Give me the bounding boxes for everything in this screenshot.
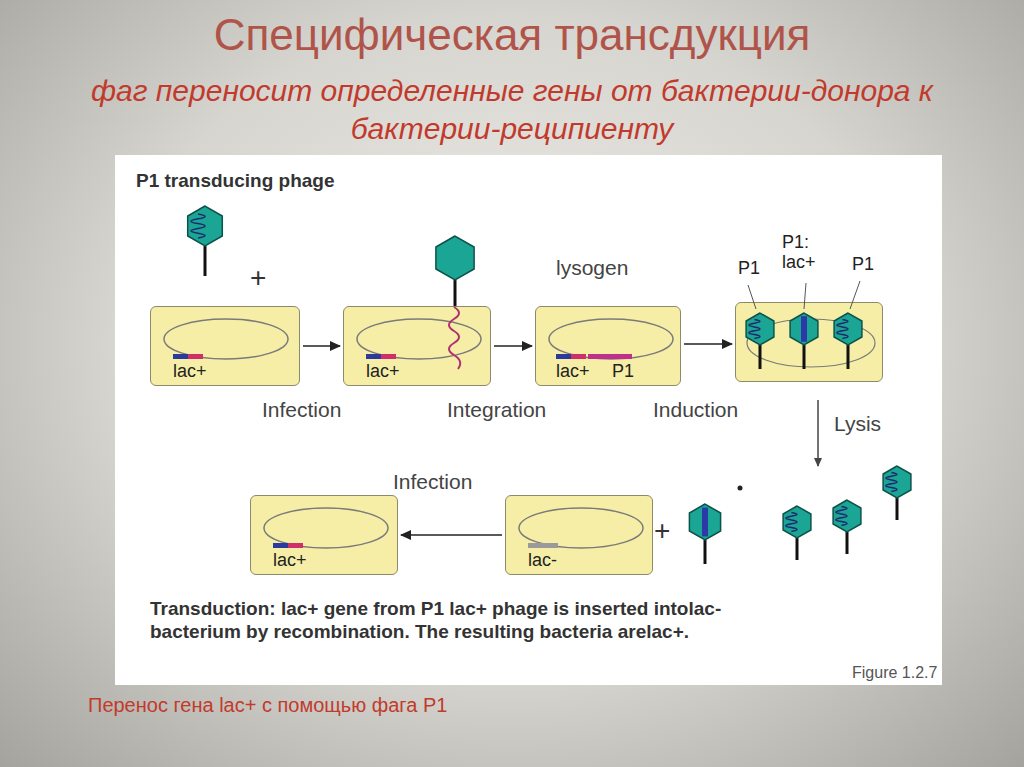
bacterium-cell: P1P1: lac+P1: [735, 302, 883, 382]
step-label: Infection: [262, 398, 341, 422]
gene-label: P1: [738, 259, 760, 279]
phage: [883, 466, 911, 520]
dot: [738, 486, 743, 491]
bacterium-cell: lac+ P1: [535, 306, 681, 386]
bacterium-cell: lac+: [150, 306, 300, 386]
step-label: Infection: [393, 470, 472, 494]
bacterium-cell: lac+: [250, 495, 398, 575]
process-arrow: [303, 345, 340, 347]
phage: [689, 504, 720, 564]
white-panel: [115, 155, 942, 685]
gene-label: lac-: [528, 551, 557, 571]
cell-chromosome: [736, 303, 884, 383]
step-label: Induction: [653, 398, 738, 422]
figure-note: Transduction: lac+ gene from P1 lac+ pha…: [150, 597, 750, 643]
gene-label: lac+: [556, 362, 590, 382]
gene-label: P1: lac+: [782, 233, 830, 273]
step-label: lysogen: [556, 256, 628, 280]
subtitle: фаг переносит определенные гены от бакте…: [62, 72, 962, 148]
bacterium-cell: lac+: [343, 306, 491, 386]
phage: [783, 506, 811, 560]
phage: [790, 313, 818, 369]
gene-label: lac+: [273, 551, 307, 571]
gene-label: lac+: [173, 362, 207, 382]
lysis-arrow: [817, 400, 819, 466]
process-arrow: [494, 345, 532, 347]
phage: [188, 206, 223, 276]
process-arrow: [401, 534, 502, 536]
gene-label: lac+: [366, 362, 400, 382]
figure-number: Figure 1.2.7: [852, 664, 937, 682]
plus-sign: +: [250, 262, 266, 294]
phage: [746, 313, 774, 369]
plus-sign: +: [654, 515, 670, 547]
process-arrow: [684, 343, 732, 345]
figure-heading: P1 transducing phage: [136, 170, 334, 192]
phage: [834, 313, 862, 369]
caption: Перенос гена lac+ с помощью фага P1: [88, 694, 447, 717]
step-label: Lysis: [834, 412, 881, 436]
title: Специфическая трансдукция: [0, 10, 1024, 60]
phage: [436, 236, 474, 306]
gene-label: P1: [612, 362, 634, 382]
step-label: Integration: [447, 398, 546, 422]
bacterium-cell: lac-: [505, 495, 653, 575]
phage: [833, 500, 861, 554]
gene-label: P1: [852, 255, 874, 275]
